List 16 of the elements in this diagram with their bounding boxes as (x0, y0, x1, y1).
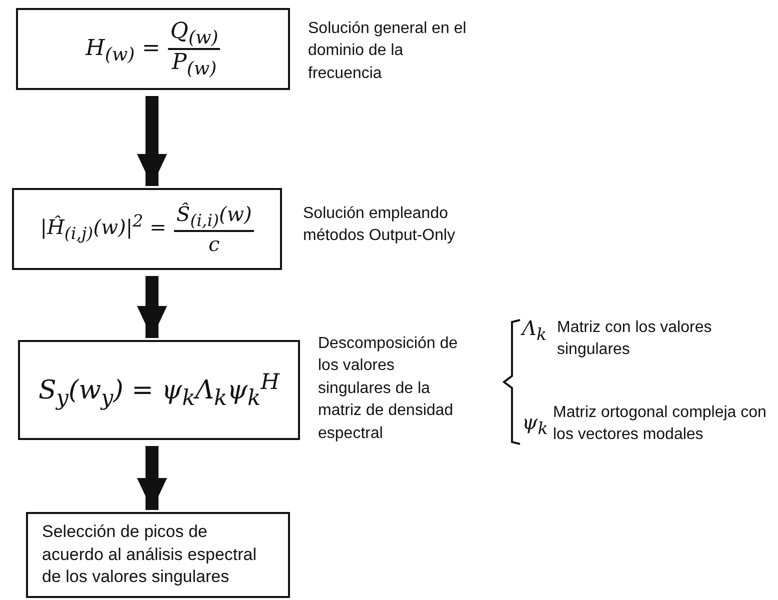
matrix-symbol: Λ$_{k}$ (522, 316, 547, 344)
definition-text: Matriz con los valores singulares (557, 318, 713, 360)
step-text: Selección de picos de acuerdo al análisis espectral de los valores singulares (42, 520, 258, 588)
arrow (137, 276, 167, 338)
arrow (137, 446, 167, 510)
process-box (26, 512, 290, 598)
process-box (18, 340, 300, 440)
arrow (137, 96, 167, 186)
process-box (12, 188, 282, 270)
formula: |Ĥ$_{(i,j)}$(w)|$^{2}$ = Ŝ$_{(i,i)}$(w) c (40, 202, 254, 256)
definition-text: Matriz ortogonal compleja con los vectores modales (553, 403, 768, 445)
description-text: Solución general en el dominio de la frecuencia (308, 19, 468, 84)
matrix-symbol: ψ$_{k}$ (522, 410, 548, 438)
description-text: Solución empleando métodos Output-Only (303, 204, 456, 246)
process-box (16, 8, 290, 90)
description-text: Descomposición de los valores singulares de la matriz de densidad espectral (318, 334, 459, 444)
